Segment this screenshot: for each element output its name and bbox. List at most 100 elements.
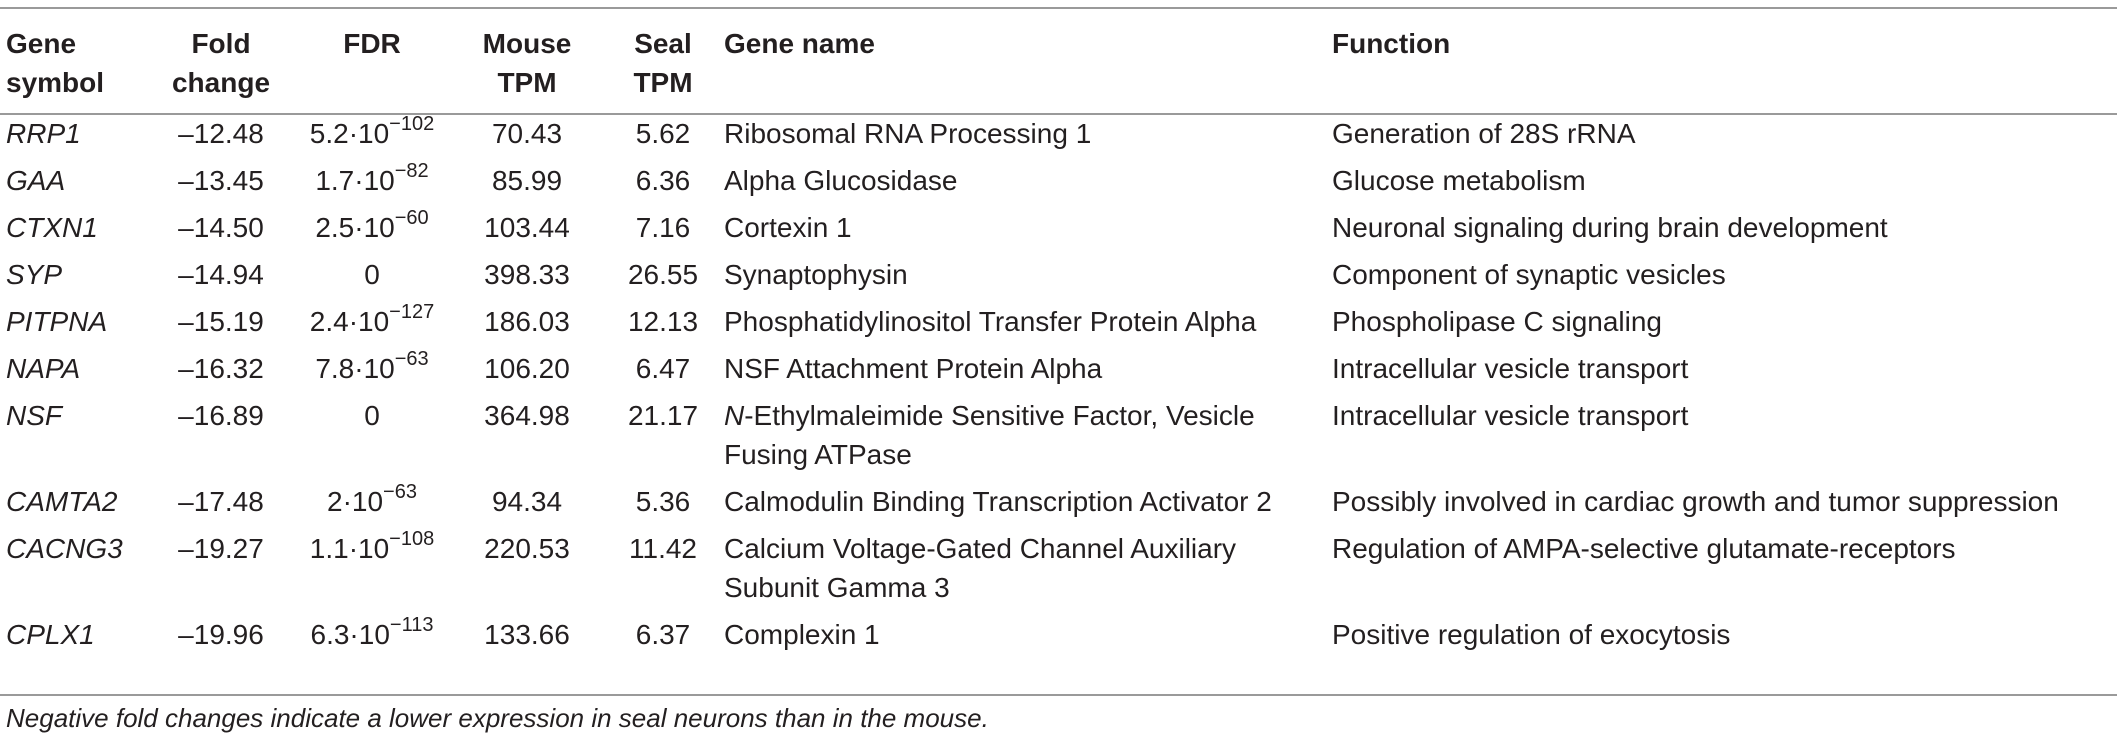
fold-change-cell: –19.27 [178, 533, 264, 564]
header-rule [0, 113, 2117, 115]
gene-symbol-cell: NAPA [6, 353, 81, 384]
mouse-tpm-cell: 94.34 [491, 486, 563, 517]
mouse-tpm-cell: 364.98 [484, 400, 570, 431]
fold-change-cell: –12.48 [178, 118, 264, 149]
mouse-tpm-cell: 106.20 [484, 353, 570, 384]
gene-symbol-cell: RRP1 [6, 118, 81, 149]
mouse-tpm-cell: 186.03 [484, 306, 570, 337]
gene-name-cell: Cortexin 1 [724, 212, 852, 243]
function-cell: Component of synaptic vesicles [1332, 259, 1726, 290]
fold-change-cell: –13.45 [178, 165, 264, 196]
fdr-exponent: −82 [394, 160, 429, 182]
gene-name-cell: Alpha Glucosidase [724, 165, 958, 196]
fold-change-cell: –15.19 [178, 306, 264, 337]
gene-symbol-cell: GAA [6, 165, 66, 196]
table-row: SYP –14.94 0 398.33 26.55 Synaptophysin Compon… [0, 251, 2117, 298]
fdr-exponent: −108 [389, 528, 435, 550]
table-row: CTXN1 –14.50 2.5·10−60 103.44 7.16 Cortexin 1… [0, 204, 2117, 251]
fdr-cell: 7.8·10−63 [315, 348, 429, 384]
function-cell: Regulation of AMPA-selective glutamate-r… [1332, 533, 1956, 564]
table-row: PITPNA –15.19 2.4·10−127 186.03 12.13 Phospha… [0, 298, 2117, 345]
seal-tpm-cell: 11.42 [629, 533, 697, 564]
table-row: GAA –13.45 1.7·10−82 85.99 6.36 Alpha Glucosi… [0, 157, 2117, 204]
seal-tpm-cell: 26.55 [627, 259, 699, 290]
mouse-tpm-cell: 220.53 [484, 533, 570, 564]
function-cell: Intracellular vesicle transport [1332, 400, 1689, 431]
mouse-tpm-cell: 398.33 [484, 259, 570, 290]
table-row: CACNG3 –19.27 1.1·10−108 220.53 11.42 Calcium… [0, 525, 2117, 611]
table-row: NSF –16.89 0 364.98 21.17 N-Ethylmaleimide Se… [0, 392, 2117, 478]
function-cell: Phospholipase C signaling [1332, 306, 1662, 337]
seal-tpm-cell: 5.62 [635, 118, 691, 149]
gene-symbol-cell: CACNG3 [6, 533, 123, 564]
table-footnote: Negative fold changes indicate a lower e… [6, 703, 989, 733]
gene-name-cell: Ribosomal RNA Processing 1 [724, 118, 1092, 149]
seal-tpm-cell: 6.36 [635, 165, 691, 196]
fdr-exponent: −63 [383, 481, 417, 503]
gene-name-cell: Calmodulin Binding Transcription Activat… [724, 486, 1272, 517]
mouse-tpm-cell: 70.43 [491, 118, 563, 149]
mouse-tpm-cell: 85.99 [491, 165, 563, 196]
fdr-exponent: −63 [394, 348, 429, 370]
top-rule [0, 7, 2117, 9]
fold-change-cell: –19.96 [178, 619, 264, 650]
fdr-cell: 1.7·10−82 [315, 160, 429, 196]
fold-change-cell: –17.48 [178, 486, 264, 517]
gene-name-cell: Synaptophysin [724, 259, 908, 290]
gene-name-cell: N-Ethylmaleimide Sensitive Factor, Vesic… [724, 400, 1255, 470]
seal-tpm-cell: 5.36 [635, 486, 691, 517]
table-row: RRP1 –12.48 5.2·10−102 70.43 5.62 Ribosomal R… [0, 102, 2117, 157]
table-row: CAMTA2 –17.48 2·10−63 94.34 5.36 Calmodulin B… [0, 478, 2117, 525]
seal-tpm-cell: 6.37 [635, 619, 691, 650]
fdr-cell: 5.2·10−102 [309, 113, 435, 149]
fold-change-cell: –14.94 [178, 259, 264, 290]
fdr-cell: 6.3·10−113 [310, 614, 434, 650]
table-row: CPLX1 –19.96 6.3·10−113 133.66 6.37 Complexin… [0, 611, 2117, 658]
seal-tpm-cell: 6.47 [635, 353, 691, 384]
table-row: NAPA –16.32 7.8·10−63 106.20 6.47 NSF Attachm… [0, 345, 2117, 392]
function-cell: Glucose metabolism [1332, 165, 1586, 196]
bottom-rule [0, 694, 2117, 696]
seal-tpm-cell: 21.17 [627, 400, 699, 431]
function-cell: Neuronal signaling during brain developm… [1332, 212, 1888, 243]
function-cell: Generation of 28S rRNA [1332, 118, 1636, 149]
fold-change-cell: –14.50 [178, 212, 264, 243]
seal-tpm-cell: 7.16 [635, 212, 691, 243]
function-cell: Possibly involved in cardiac growth and … [1332, 486, 2059, 517]
fold-change-cell: –16.32 [178, 353, 264, 384]
fdr-cell: 0 [364, 400, 380, 431]
header-gene-name: Gene name [724, 28, 875, 59]
gene-symbol-cell: PITPNA [6, 306, 108, 337]
fdr-cell: 2.4·10−127 [309, 301, 435, 337]
fdr-cell: 2·10−63 [327, 481, 417, 517]
gene-name-cell: NSF Attachment Protein Alpha [724, 353, 1103, 384]
mouse-tpm-cell: 103.44 [484, 212, 570, 243]
gene-symbol-cell: CAMTA2 [6, 486, 118, 517]
gene-name-cell: Complexin 1 [724, 619, 880, 650]
fold-change-cell: –16.89 [178, 400, 264, 431]
gene-name-cell: Phosphatidylinositol Transfer Protein Al… [724, 306, 1257, 337]
gene-symbol-cell: CPLX1 [6, 619, 95, 650]
fdr-cell: 2.5·10−60 [315, 207, 429, 243]
fdr-cell: 1.1·10−108 [309, 528, 435, 564]
fdr-exponent: −102 [389, 113, 435, 135]
gene-symbol-cell: CTXN1 [6, 212, 98, 243]
gene-symbol-cell: NSF [6, 400, 62, 431]
function-cell: Positive regulation of exocytosis [1332, 619, 1731, 650]
seal-tpm-cell: 12.13 [627, 306, 699, 337]
mouse-tpm-cell: 133.66 [484, 619, 570, 650]
header-function: Function [1332, 28, 1451, 59]
fdr-exponent: −127 [389, 301, 435, 323]
header-fdr: FDR [343, 28, 401, 59]
fdr-cell: 0 [364, 259, 380, 290]
fdr-exponent: −60 [394, 207, 429, 229]
gene-symbol-cell: SYP [6, 259, 63, 290]
